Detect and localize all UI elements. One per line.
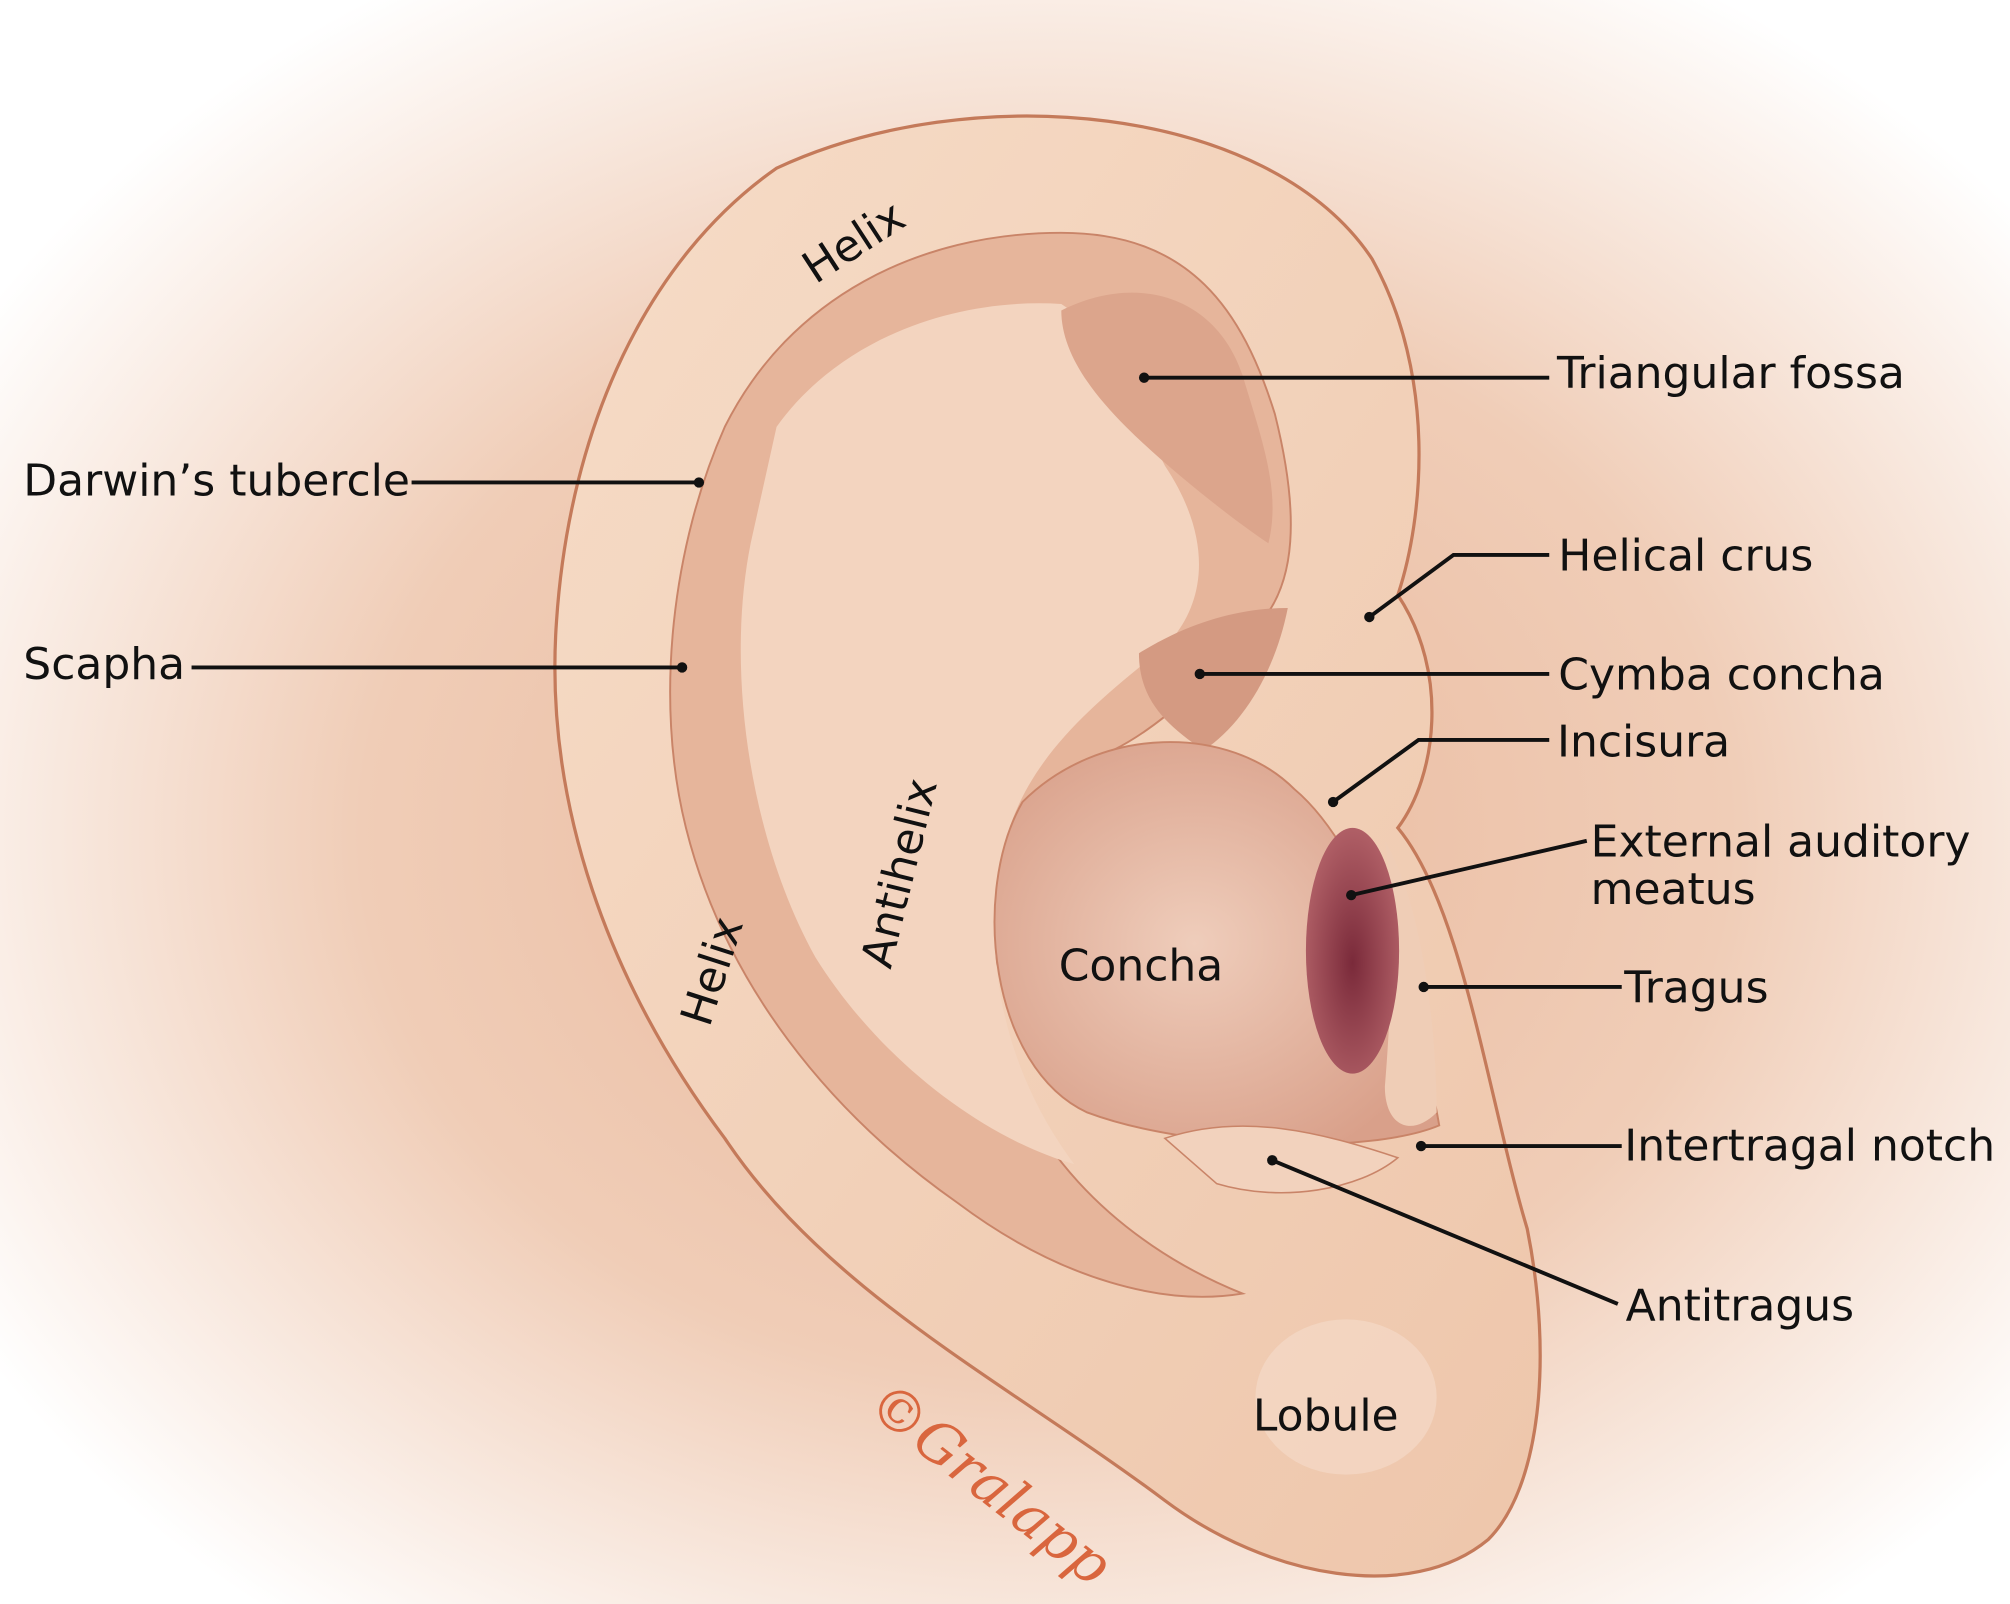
label-darwins-tubercle: Darwin’s tubercle (23, 455, 410, 506)
label-tragus: Tragus (1623, 963, 1768, 1014)
label-cymba-concha: Cymba concha (1558, 649, 1885, 700)
leader-lines (191, 372, 1622, 1306)
label-triangular-fossa: Triangular fossa (1556, 348, 1905, 399)
label-antitragus: Antitragus (1626, 1281, 1855, 1332)
ear-illustration (553, 114, 1542, 1578)
label-concha: Concha (1059, 941, 1224, 992)
label-lobule: Lobule (1253, 1391, 1399, 1442)
label-scapha: Scapha (23, 639, 185, 690)
lobule-highlight (1255, 1319, 1437, 1475)
label-external-auditory-meatus-2: meatus (1591, 864, 1756, 915)
tragus-shape (1384, 840, 1437, 1126)
label-external-auditory-meatus-1: External auditory (1591, 816, 1971, 867)
cymba-concha-shape (1138, 607, 1288, 751)
meatus-shape (1305, 827, 1400, 1074)
label-intertragal-notch: Intertragal notch (1624, 1120, 1995, 1171)
label-incisura: Incisura (1557, 717, 1730, 768)
antitragus-shape (1163, 1125, 1400, 1194)
antihelix-shape (740, 303, 1199, 1165)
triangular-fossa-shape (1061, 292, 1273, 544)
label-helical-crus: Helical crus (1558, 530, 1813, 581)
